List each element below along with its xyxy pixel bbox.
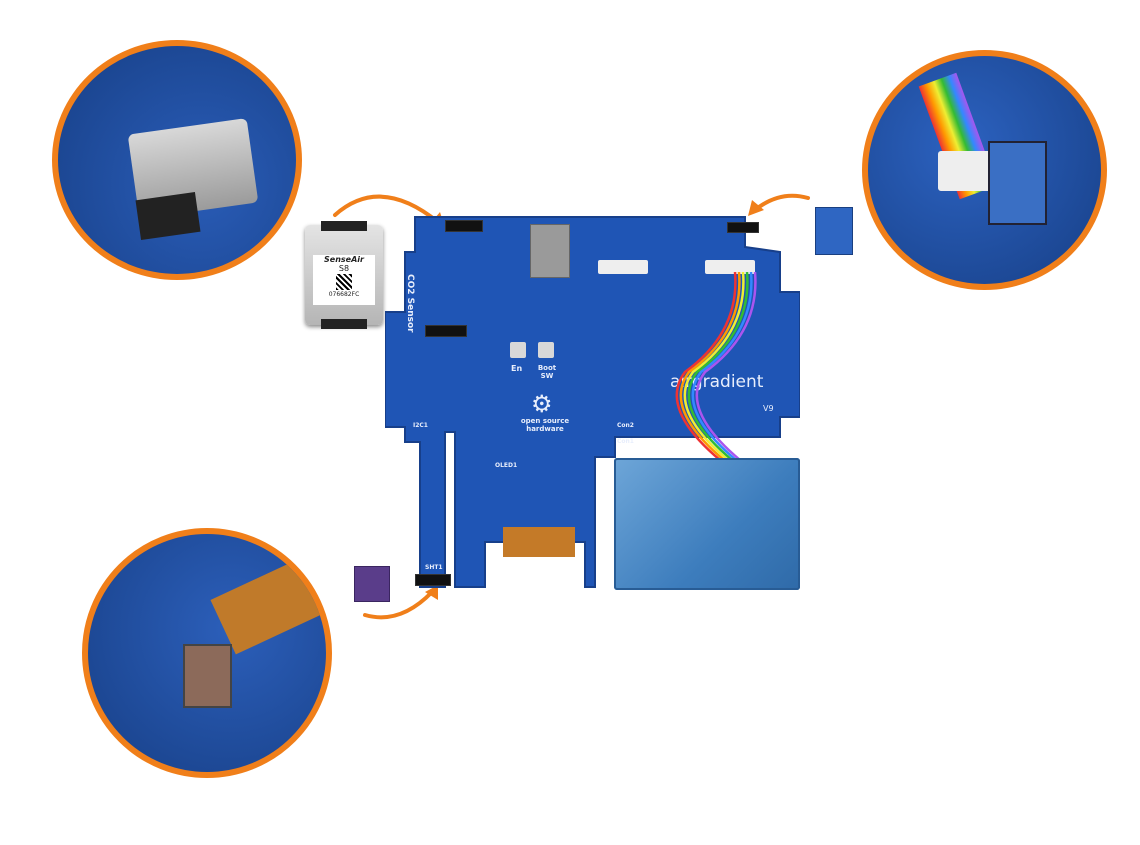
arrow-sht (363, 590, 434, 620)
en-button (510, 342, 526, 358)
version-label: V9 (763, 404, 774, 413)
con2-label: Con2 (617, 422, 634, 429)
qr-code (336, 274, 352, 290)
en-label: En (511, 364, 523, 373)
pcb-board: CO2 Sensor En Boot SW ⚙ open source hard… (385, 212, 800, 590)
oshw-label: open source hardware (520, 417, 570, 433)
boot-button (538, 342, 554, 358)
esp32-module (530, 224, 570, 278)
zoom-circle-sht-sensor (82, 528, 332, 778)
sht-sensor-closeup (183, 644, 232, 708)
boot-label: Boot SW (537, 364, 557, 380)
arrow-co2 (333, 194, 440, 224)
i2c1-label: I2C1 (413, 422, 428, 429)
oled1-label: OLED1 (495, 462, 518, 469)
senseair-model: S8 (338, 264, 350, 273)
co2-sensor-label: CO2 Sensor (405, 274, 415, 333)
senseair-brand: SenseAir (324, 255, 364, 264)
arrow-i2c (753, 193, 810, 212)
connector (705, 260, 755, 274)
connector (598, 260, 648, 274)
sht-sensor-module (354, 566, 390, 602)
oshw-gear-icon: ⚙ (531, 390, 553, 418)
i2c-sensor-module (815, 207, 853, 255)
senseair-serial: 076682FC (328, 291, 360, 298)
senseair-s8-module: SenseAir S8 076682FC (305, 221, 383, 329)
ribbon-cable (675, 272, 757, 472)
con1-label: Con1 (617, 438, 634, 445)
pm-sensor (614, 458, 800, 590)
zoom-circle-i2c-sensor (862, 50, 1107, 290)
oled-ribbon (503, 527, 575, 557)
zoom-circle-co2-sensor (52, 40, 302, 280)
sht1-label: SHT1 (425, 564, 443, 571)
